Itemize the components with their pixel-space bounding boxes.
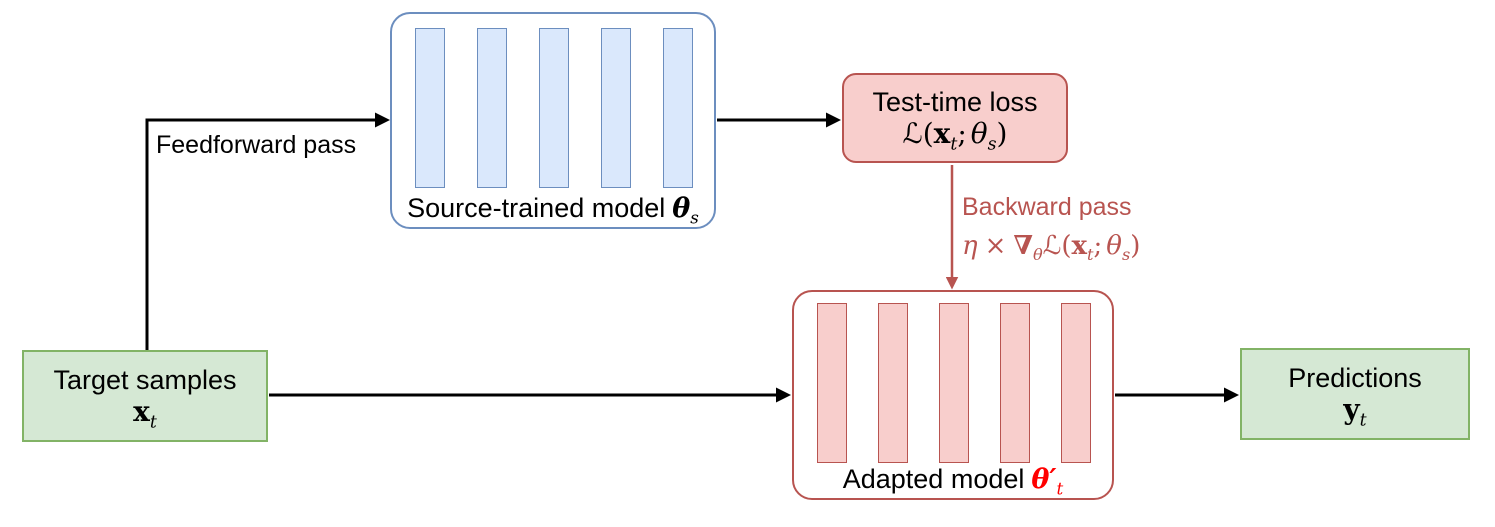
adapted-theta-subscript: t	[1056, 478, 1064, 499]
model-layer-bar	[477, 28, 507, 188]
source-model-layers	[415, 28, 693, 188]
model-layer-bar	[939, 303, 969, 463]
loss-close-paren: )	[996, 117, 1008, 150]
adapted-model-layers	[817, 303, 1091, 463]
loss-theta-symbol: θ	[970, 117, 988, 150]
backward-gradient-formula: η×∇θℒ(xt;θs)	[962, 230, 1141, 265]
source-theta-subscript: s	[690, 207, 699, 228]
gradient-theta-subscript: s	[1121, 245, 1131, 265]
source-model-label-text: Source-trained model	[407, 193, 666, 223]
loss-theta-subscript: s	[987, 134, 997, 155]
target-samples-title: Target samples	[53, 364, 237, 395]
test-time-loss-box: Test-time loss ℒ(xt;θs)	[842, 73, 1068, 163]
target-samples-symbol: xt	[133, 394, 157, 431]
loss-title: Test-time loss	[872, 87, 1038, 117]
model-layer-bar	[663, 28, 693, 188]
nabla-theta-subscript: θ	[1032, 245, 1043, 265]
predictions-symbol: yt	[1343, 392, 1366, 429]
model-layer-bar	[601, 28, 631, 188]
eta-symbol: η	[962, 231, 978, 261]
gradient-x-vector: x	[1071, 231, 1088, 261]
predictions-y-vector: y	[1343, 392, 1360, 426]
feedforward-pass-label: Feedforward pass	[156, 131, 357, 159]
gradient-separator: ;	[1093, 231, 1103, 261]
model-layer-bar	[1000, 303, 1030, 463]
target-samples-box: Target samples xt	[22, 350, 268, 442]
model-layer-bar	[878, 303, 908, 463]
predictions-title: Predictions	[1288, 362, 1422, 393]
adapted-theta-symbol: θ′	[1031, 464, 1057, 495]
target-x-vector: x	[133, 394, 150, 428]
nabla-symbol: ∇	[1013, 231, 1033, 261]
source-theta-symbol: θ	[672, 193, 691, 224]
gradient-close-paren: )	[1130, 231, 1141, 261]
loss-separator: ;	[957, 117, 967, 150]
backward-pass-label: Backward pass	[962, 193, 1132, 221]
predictions-box: Predictions yt	[1240, 348, 1470, 440]
edge-feedforward-arrow	[145, 112, 390, 351]
loss-x-vector: x	[933, 117, 951, 150]
model-layer-bar	[539, 28, 569, 188]
loss-x-subscript: t	[950, 134, 958, 155]
loss-script-L: ℒ(	[902, 117, 934, 150]
adapted-model-label-text: Adapted model	[842, 464, 1025, 494]
gradient-script-L: ℒ(	[1042, 231, 1072, 261]
model-layer-bar	[1061, 303, 1091, 463]
times-symbol: ×	[984, 231, 1007, 261]
backward-pass-label-group: Backward pass η×∇θℒ(xt;θs)	[962, 193, 1141, 265]
target-x-subscript: t	[149, 412, 157, 433]
gradient-theta-symbol: θ	[1106, 231, 1122, 261]
model-layer-bar	[817, 303, 847, 463]
gradient-x-subscript: t	[1087, 245, 1094, 265]
predictions-y-subscript: t	[1359, 410, 1367, 431]
model-layer-bar	[415, 28, 445, 188]
loss-formula: ℒ(xt;θs)	[902, 117, 1008, 154]
